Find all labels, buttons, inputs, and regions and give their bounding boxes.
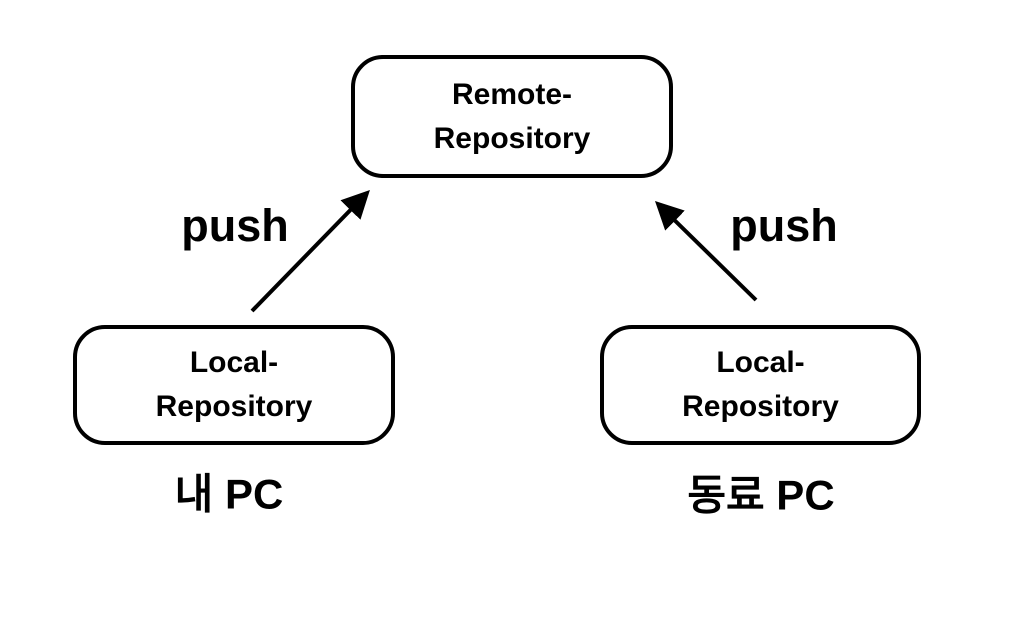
push-label-right: push [730, 200, 838, 251]
node-remote-line1: Remote- [451, 77, 572, 111]
node-local-left-line1: Local- [189, 346, 279, 379]
node-local-repository-right: Local- Repository [600, 325, 921, 445]
node-local-left-line2: Repository [155, 390, 313, 423]
node-local-right-line1: Local- [716, 346, 805, 379]
push-label-left: push [181, 200, 289, 251]
node-remote-repository: Remote- Repository [351, 55, 673, 178]
node-remote-line2: Repository [433, 121, 591, 155]
node-local-right-line2: Repository [682, 390, 839, 423]
caption-my-pc: 내 PC [174, 470, 284, 518]
caption-colleague-pc: 동료 PC [687, 471, 835, 519]
node-local-repository-left: Local- Repository [73, 325, 395, 445]
